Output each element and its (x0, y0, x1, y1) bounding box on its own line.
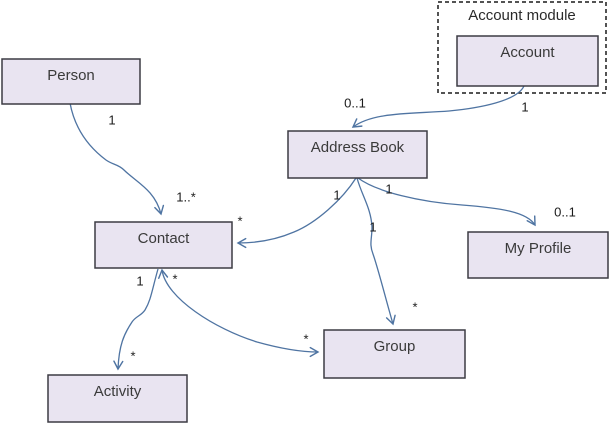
module-label: Account module (468, 7, 576, 24)
multiplicity-label-source: * (172, 271, 177, 286)
node-address_book: Address Book (287, 130, 428, 179)
node-label-group: Group (374, 338, 416, 355)
multiplicity-label-target: * (303, 331, 308, 346)
node-person: Person (1, 58, 141, 105)
multiplicity-label-source: 1 (521, 99, 528, 114)
association-line (357, 177, 536, 227)
node-box-account (456, 35, 599, 87)
node-contact: Contact (94, 221, 233, 269)
edge-contact-group: ** (158, 268, 320, 358)
association-line (69, 102, 165, 216)
multiplicity-label-target: * (237, 213, 242, 228)
multiplicity-label-source: 1 (385, 181, 392, 196)
multiplicity-label-source: 1 (136, 273, 143, 288)
edge-address_book-my_profile: 1 0..1 (357, 177, 576, 227)
multiplicity-label-target: * (130, 348, 135, 363)
multiplicity-label-source: 1 (369, 219, 376, 234)
node-label-my_profile: My Profile (505, 240, 572, 257)
association-line (236, 177, 357, 249)
multiplicity-label-target: 1..* (176, 189, 196, 204)
multiplicity-label-target: * (412, 299, 417, 314)
association-line (356, 177, 396, 326)
node-box-address_book (287, 130, 428, 179)
edge-contact-activity: 1* (113, 268, 159, 371)
node-label-account: Account (500, 44, 555, 61)
node-box-my_profile (467, 231, 609, 279)
node-label-contact: Contact (138, 230, 191, 247)
node-activity: Activity (47, 374, 188, 423)
node-box-contact (94, 221, 233, 269)
node-account: Account (456, 35, 599, 87)
node-label-person: Person (47, 67, 95, 84)
node-label-activity: Activity (94, 383, 142, 400)
edge-person-contact: 1 1..* (69, 102, 196, 216)
association-line (113, 268, 159, 371)
node-box-activity (47, 374, 188, 423)
node-label-address_book: Address Book (311, 139, 405, 156)
multiplicity-label-target: 0..1 (554, 204, 576, 219)
association-line (158, 268, 320, 358)
association-line (351, 85, 525, 128)
multiplicity-label-target: 0..1 (344, 95, 366, 110)
multiplicity-label-source: 1 (333, 187, 340, 202)
edge-account-address_book: 1 0..1 (344, 85, 529, 128)
node-group: Group (323, 329, 466, 379)
node-box-person (1, 58, 141, 105)
multiplicity-label-source: 1 (108, 112, 115, 127)
edge-address_book-contact: 1* (236, 177, 357, 249)
node-my_profile: My Profile (467, 231, 609, 279)
node-box-group (323, 329, 466, 379)
edge-address_book-group: 1* (356, 177, 418, 326)
